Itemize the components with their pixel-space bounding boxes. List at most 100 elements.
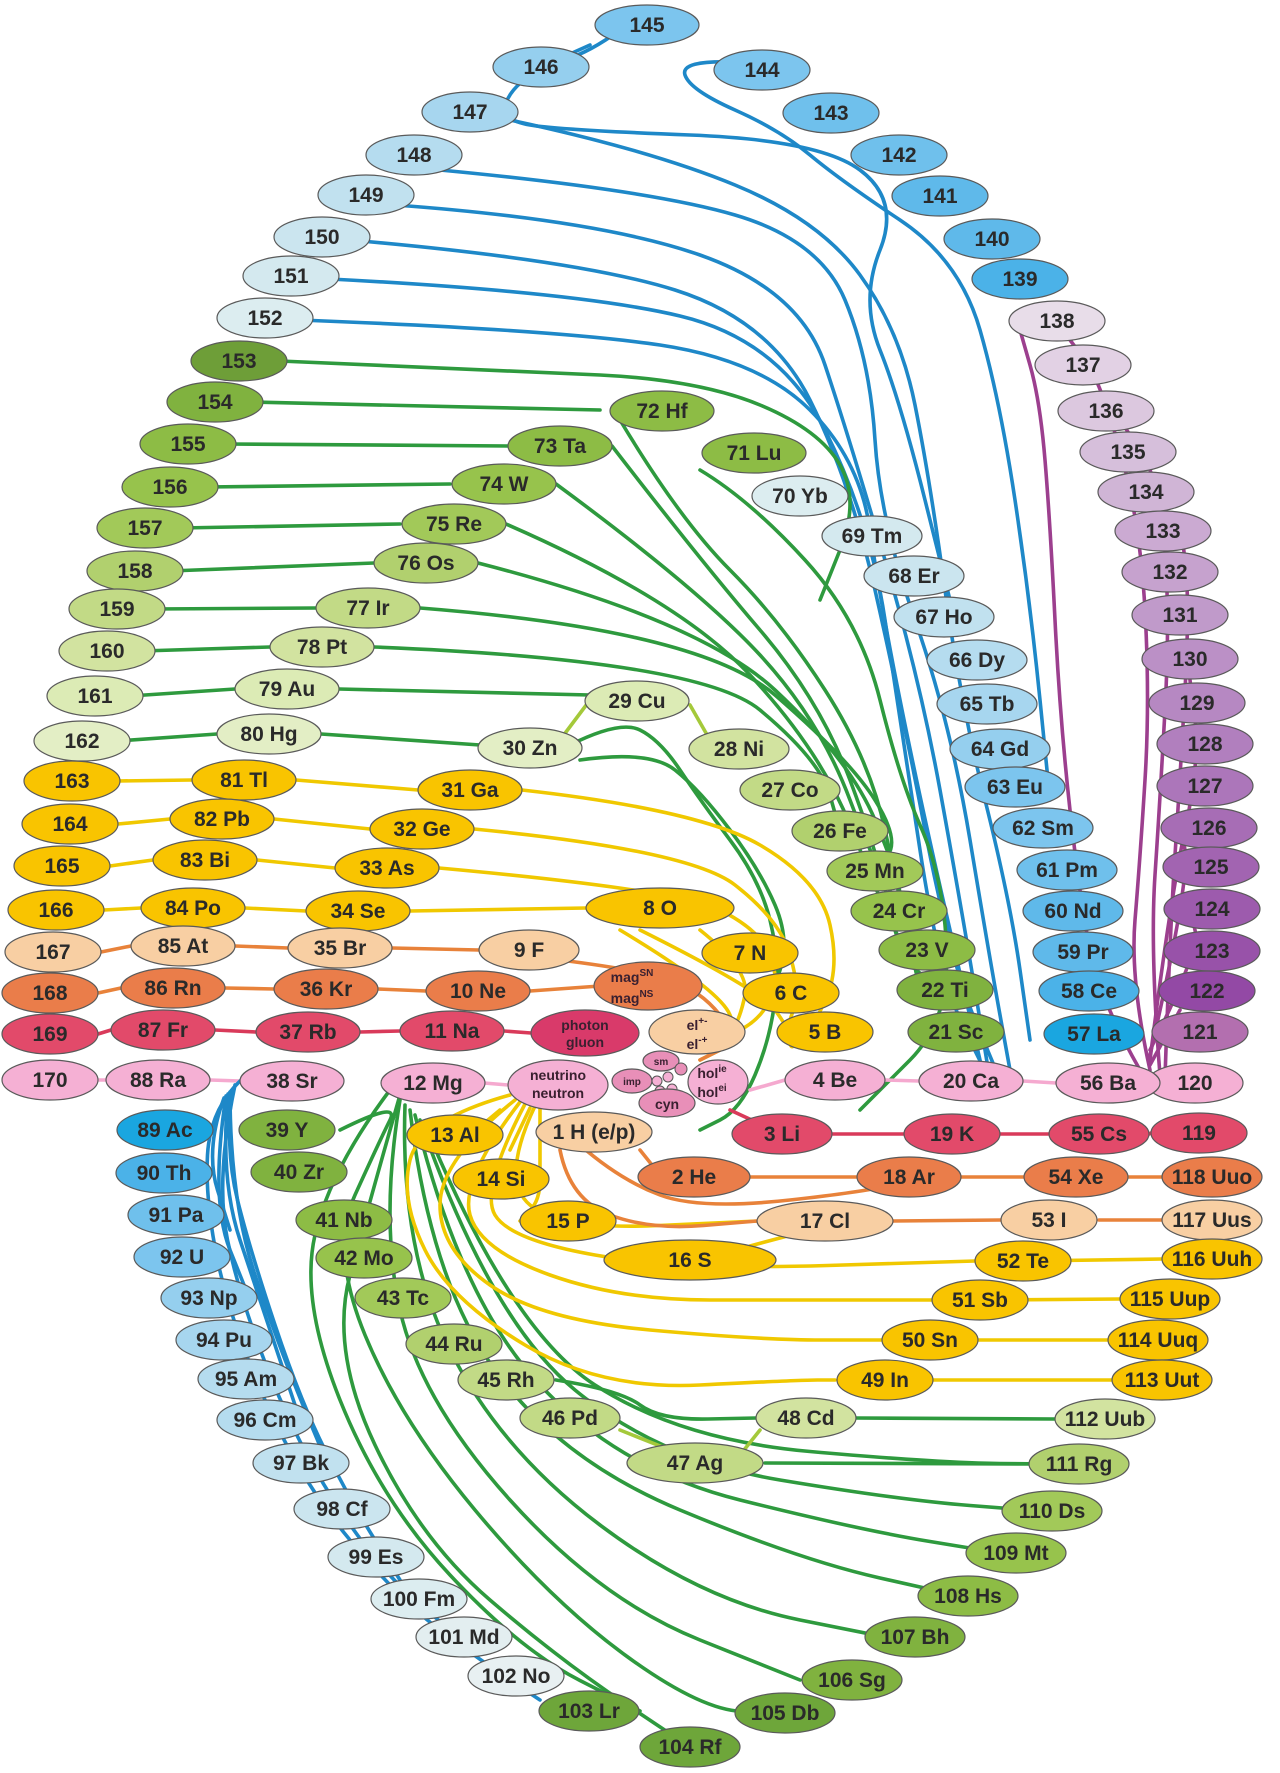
element-cell-41: 41 Nb: [295, 1199, 393, 1241]
element-oval: [903, 1113, 1001, 1155]
element-oval: [166, 381, 264, 423]
element-label: 77 Ir: [346, 597, 389, 620]
element-cell-167: 167: [4, 931, 102, 973]
element-cell-34: 34 Se: [305, 890, 411, 932]
element-cell-116: 116 Uuh: [1161, 1238, 1263, 1280]
element-oval: [801, 1659, 903, 1701]
element-cell-153: 153: [190, 340, 288, 382]
element-oval: [334, 847, 440, 889]
element-oval: [478, 929, 580, 971]
element-cell-154: 154: [166, 381, 264, 423]
element-oval: [1043, 1013, 1145, 1055]
connection-line: [96, 1028, 113, 1036]
element-oval: [907, 1011, 1005, 1053]
element-label: 121: [1182, 1021, 1217, 1044]
element-cell-42: 42 Mo: [315, 1237, 413, 1279]
element-cell-62: 62 Sm: [992, 807, 1094, 849]
element-cell-86: 86 Rn: [120, 967, 226, 1009]
element-cell-123: 123: [1163, 930, 1261, 972]
element-oval: [863, 555, 965, 597]
element-label: 89 Ac: [137, 1119, 193, 1142]
connection-line: [528, 984, 602, 993]
element-label: 141: [922, 185, 957, 208]
element-cell-95: 95 Am: [197, 1358, 295, 1400]
element-oval: [688, 728, 790, 770]
element-cell-93: 93 Np: [160, 1277, 258, 1319]
element-label: 8 O: [643, 897, 677, 920]
element-cell-119: 119: [1150, 1112, 1248, 1154]
connection-line: [438, 1098, 884, 1342]
element-cell-135: 135: [1079, 431, 1177, 473]
element-cell-152: 152: [216, 297, 314, 339]
connection-line: [418, 606, 894, 873]
element-cell-109: 109 Mt: [965, 1532, 1067, 1574]
element-cell-8: 8 O: [585, 887, 735, 929]
element-oval: [327, 1536, 425, 1578]
element-cell-49: 49 In: [836, 1359, 934, 1401]
connection-line: [178, 522, 402, 530]
element-oval: [238, 1109, 336, 1151]
element-oval: [784, 1059, 886, 1101]
element-oval: [373, 542, 479, 584]
element-cell-107: 107 Bh: [864, 1616, 966, 1658]
element-label: 54 Xe: [1049, 1166, 1104, 1189]
connection-line: [390, 946, 481, 952]
element-oval: [1, 972, 99, 1014]
element-oval: [354, 1277, 452, 1319]
element-cell-124: 124: [1163, 888, 1261, 930]
element-oval: [269, 626, 375, 668]
element-cell-83: 83 Bi: [152, 839, 258, 881]
element-cell-65: 65 Tb: [936, 683, 1038, 725]
element-cell-162: 162: [33, 720, 131, 762]
connection-line: [140, 645, 272, 653]
element-label: 75 Re: [426, 513, 482, 536]
element-cell-148: 148: [365, 134, 463, 176]
element-oval: [756, 1200, 894, 1242]
element-oval: [896, 969, 994, 1011]
element-cell-102: 102 No: [467, 1655, 565, 1697]
connection-line: [223, 1092, 302, 1422]
element-label: 131: [1162, 604, 1197, 627]
element-oval: [609, 390, 715, 432]
element-label: 83 Bi: [180, 849, 230, 872]
element-label: 132: [1152, 561, 1187, 584]
element-oval: [1057, 390, 1155, 432]
element-label: 71 Lu: [727, 442, 782, 465]
element-cell-94: 94 Pu: [175, 1319, 273, 1361]
element-oval: [584, 680, 690, 722]
element-label: 76 Os: [397, 552, 454, 575]
element-cell-9: 9 F: [478, 929, 580, 971]
element-cell-27: 27 Co: [739, 769, 841, 811]
element-label: 151: [273, 265, 308, 288]
element-cell-150: 150: [273, 216, 371, 258]
element-label: 81 Tl: [220, 769, 268, 792]
element-oval: [239, 1060, 345, 1102]
element-cell-117: 117 Uus: [1161, 1199, 1263, 1241]
element-oval: [120, 967, 226, 1009]
element-cell-45: 45 Rh: [457, 1359, 555, 1401]
element-cell-145: 145: [594, 4, 700, 46]
connection-line: [338, 1110, 787, 1715]
element-cell-129: 129: [1148, 682, 1246, 724]
element-cell-114: 114 Uuq: [1107, 1319, 1209, 1361]
element-cell-134: 134: [1097, 471, 1195, 513]
element-label: 38 Sr: [266, 1070, 317, 1093]
element-label: 155: [170, 433, 205, 456]
element-oval: [13, 845, 111, 887]
element-cell-160: 160: [58, 630, 156, 672]
element-oval: [878, 929, 976, 971]
connection-line: [408, 1108, 962, 1598]
element-oval: [415, 1616, 513, 1658]
connection-line: [294, 778, 420, 792]
element-oval: [315, 587, 421, 629]
element-cell-138: 138: [1008, 300, 1106, 342]
element-cell-74: 74 W: [451, 463, 557, 505]
element-label: 42 Mo: [334, 1247, 394, 1270]
connection-line: [116, 817, 172, 826]
element-cell-132: 132: [1121, 551, 1219, 593]
element-label: 168: [32, 982, 67, 1005]
element-oval: [380, 1062, 486, 1104]
connection-line: [116, 732, 219, 743]
element-oval: [1055, 1062, 1161, 1104]
element-oval: [273, 216, 371, 258]
